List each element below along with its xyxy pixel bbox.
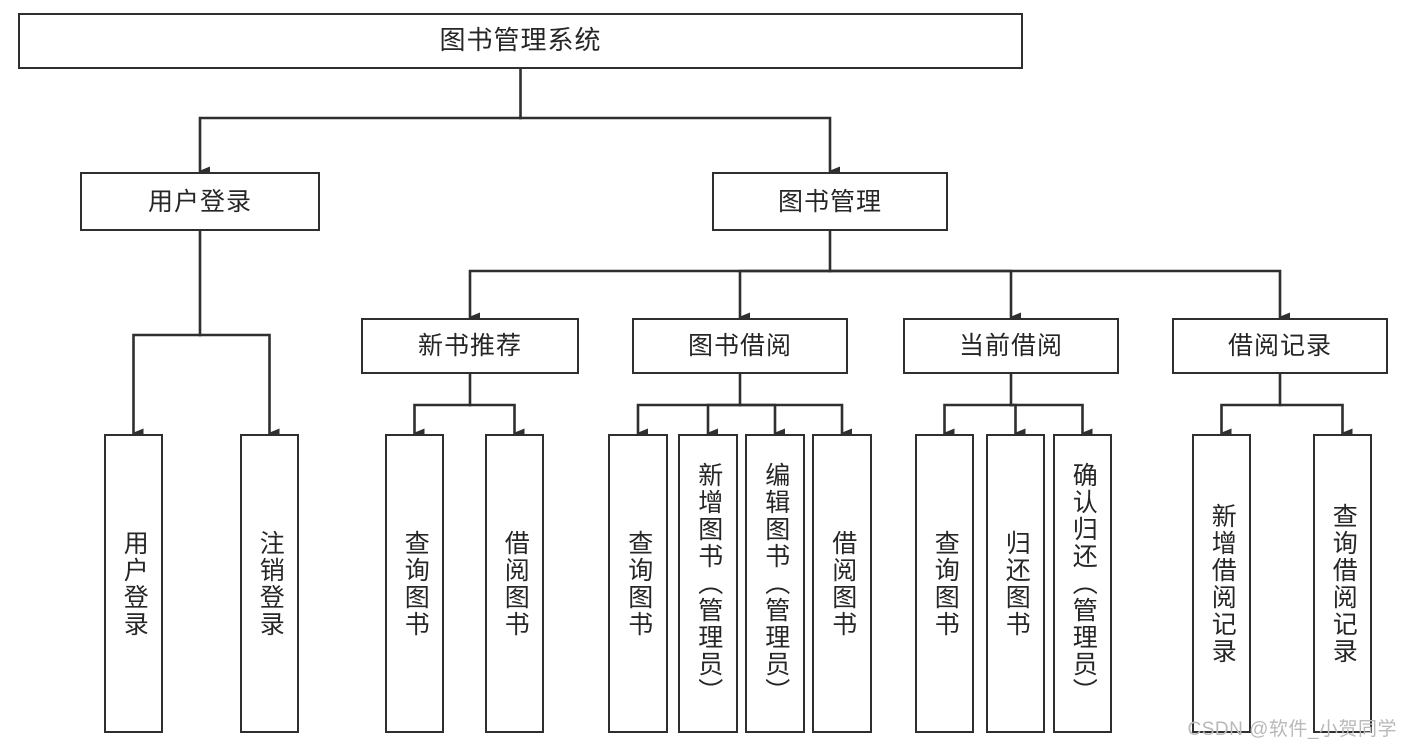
node-borrow-record[interactable]: 借阅记录 bbox=[1172, 318, 1388, 374]
connector-user-login-to-leaf-user-login bbox=[132, 333, 202, 438]
connector-book-manage-to-book-borrow bbox=[738, 269, 832, 322]
node-label: 用户登录 bbox=[147, 187, 252, 216]
node-leaf-confirm-return[interactable]: 确认归还（管理员） bbox=[1053, 434, 1112, 733]
node-label: 新增图书（管理员） bbox=[694, 462, 723, 705]
node-book-manage[interactable]: 图书管理 bbox=[712, 172, 948, 231]
node-new-book-rec[interactable]: 新书推荐 bbox=[361, 318, 579, 374]
node-label: 当前借阅 bbox=[958, 332, 1063, 360]
node-root[interactable]: 图书管理系统 bbox=[18, 13, 1023, 69]
connector-current-borrow-to-leaf-query-book-cur bbox=[943, 403, 1013, 438]
node-label: 编辑图书（管理员） bbox=[761, 462, 790, 705]
connector-book-borrow-to-leaf-borrow-book bbox=[738, 403, 852, 438]
node-leaf-query-book-rec[interactable]: 查询图书 bbox=[385, 434, 444, 733]
node-label: 注销登录 bbox=[256, 529, 285, 638]
node-label: 图书借阅 bbox=[687, 332, 792, 360]
connector-book-manage-to-new-book-rec bbox=[468, 269, 832, 322]
connector-borrow-record-to-leaf-query-record bbox=[1278, 403, 1353, 438]
connector-new-book-rec-to-leaf-query-book-rec bbox=[413, 403, 472, 438]
connector-lines bbox=[132, 67, 1353, 438]
node-label: 借阅图书 bbox=[828, 529, 857, 638]
connector-root-to-book-manage bbox=[519, 116, 840, 176]
connector-current-borrow-to-leaf-confirm-return bbox=[1009, 403, 1093, 438]
connector-user-login-to-leaf-logout bbox=[198, 333, 280, 438]
connector-book-borrow-to-leaf-edit-book bbox=[738, 403, 785, 438]
node-label: 查询图书 bbox=[931, 529, 960, 638]
node-current-borrow[interactable]: 当前借阅 bbox=[903, 318, 1119, 374]
node-label: 用户登录 bbox=[120, 529, 149, 638]
node-leaf-borrow-book[interactable]: 借阅图书 bbox=[812, 434, 872, 733]
connector-borrow-record-to-leaf-add-record bbox=[1220, 403, 1282, 438]
connector-book-manage-to-current-borrow bbox=[828, 269, 1021, 322]
node-leaf-query-record[interactable]: 查询借阅记录 bbox=[1313, 434, 1372, 733]
node-label: 查询图书 bbox=[401, 529, 430, 638]
watermark-label: CSDN @软件_小贺同学 bbox=[1187, 719, 1397, 740]
node-leaf-add-book[interactable]: 新增图书（管理员） bbox=[678, 434, 738, 733]
node-label: 图书管理 bbox=[777, 187, 882, 216]
node-leaf-add-record[interactable]: 新增借阅记录 bbox=[1192, 434, 1251, 733]
node-label: 确认归还（管理员） bbox=[1069, 462, 1098, 705]
node-leaf-user-login[interactable]: 用户登录 bbox=[104, 434, 163, 733]
connector-current-borrow-to-leaf-return-book bbox=[1009, 403, 1026, 438]
node-leaf-return-book[interactable]: 归还图书 bbox=[986, 434, 1045, 733]
node-label: 查询图书 bbox=[624, 529, 653, 638]
node-leaf-query-book-borrow[interactable]: 查询图书 bbox=[608, 434, 668, 733]
node-label: 归还图书 bbox=[1002, 529, 1031, 638]
node-label: 借阅记录 bbox=[1227, 332, 1332, 360]
node-leaf-borrow-book-rec[interactable]: 借阅图书 bbox=[485, 434, 544, 733]
connector-root-to-user-login bbox=[198, 116, 522, 176]
node-label: 新增借阅记录 bbox=[1208, 502, 1237, 665]
node-leaf-edit-book[interactable]: 编辑图书（管理员） bbox=[745, 434, 805, 733]
connector-book-borrow-to-leaf-add-book bbox=[706, 403, 742, 438]
node-leaf-logout[interactable]: 注销登录 bbox=[240, 434, 299, 733]
node-label: 新书推荐 bbox=[417, 332, 522, 360]
node-book-borrow[interactable]: 图书借阅 bbox=[632, 318, 848, 374]
node-label: 查询借阅记录 bbox=[1329, 502, 1358, 665]
connector-book-manage-to-borrow-record bbox=[828, 269, 1290, 322]
connector-book-borrow-to-leaf-query-book-borrow bbox=[636, 403, 742, 438]
connector-new-book-rec-to-leaf-borrow-book-rec bbox=[468, 403, 525, 438]
node-label: 借阅图书 bbox=[501, 529, 530, 638]
node-leaf-query-book-cur[interactable]: 查询图书 bbox=[915, 434, 974, 733]
node-user-login[interactable]: 用户登录 bbox=[80, 172, 320, 231]
node-label: 图书管理系统 bbox=[439, 25, 602, 56]
